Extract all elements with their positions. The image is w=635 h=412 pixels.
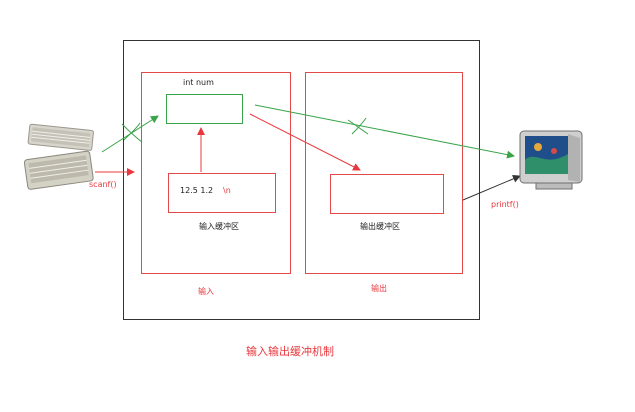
- cross-mark-left: [121, 122, 143, 143]
- variable-label: int num: [183, 78, 214, 87]
- output-buffer-box: [330, 174, 444, 214]
- input-region: [141, 72, 291, 274]
- output-buffer-label: 输出缓冲区: [360, 222, 400, 231]
- buffer-values: 12.5 1.2: [180, 186, 214, 195]
- output-region: [305, 72, 463, 274]
- input-buffer-box: [168, 173, 276, 213]
- variable-to-monitor-arrow: [254, 104, 515, 159]
- monitor-icon: [519, 130, 583, 190]
- scanf-label: scanf(): [89, 180, 117, 189]
- cross-mark-right: [347, 117, 369, 135]
- variable-to-output-arrow: [249, 113, 361, 171]
- input-region-label: 输入: [198, 287, 214, 296]
- output-to-monitor-arrow: [462, 175, 521, 201]
- printf-label: printf(): [491, 200, 519, 209]
- newline-char: \n: [223, 186, 231, 195]
- diagram-title: 输入输出缓冲机制: [246, 345, 334, 358]
- program-frame: [123, 40, 480, 320]
- keyboard-icon: [23, 123, 94, 190]
- input-buffer-label: 输入缓冲区: [199, 222, 239, 231]
- output-region-label: 输出: [371, 284, 387, 293]
- variable-box: [166, 94, 243, 124]
